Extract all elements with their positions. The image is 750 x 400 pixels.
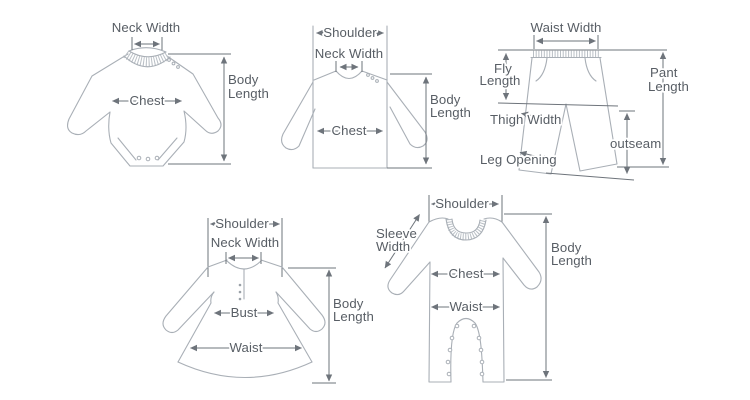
pants-outline — [518, 57, 618, 175]
romper-sleeve-width-label: Width — [376, 239, 410, 254]
dress-hem — [177, 361, 313, 379]
pants-pant-length-label: Pant — [650, 65, 678, 80]
sweater-body-length-label: Length — [430, 105, 471, 120]
pants-thigh-width-label: Thigh Width — [490, 112, 561, 127]
romper-right-sleeve — [501, 221, 542, 290]
sweater-body-length-label: Body — [430, 92, 461, 107]
pants-fly-length-label: Fly — [494, 61, 512, 76]
placket-button — [238, 297, 242, 301]
waist-width-ticks — [533, 35, 599, 49]
dress-illustration: Shoulder Neck Width Bust Waist Body Leng… — [162, 214, 376, 384]
dress-neckline — [226, 260, 262, 270]
romper-chest-label: Chest — [449, 266, 484, 281]
snap-button — [145, 156, 151, 162]
body-length-witness — [288, 267, 336, 384]
sweater-illustration: Shoulder Neck Width Chest Body Length — [280, 23, 473, 169]
pants-illustration: Waist Width Fly Length Thigh Width Leg O… — [478, 18, 691, 181]
crotch-line — [497, 102, 619, 107]
sweater-neck-width-label: Neck Width — [315, 46, 383, 61]
romper-crotch — [450, 317, 484, 383]
romper-collar-ribbing — [446, 218, 486, 240]
shoulder-button — [176, 65, 180, 69]
dress-right-sleeve — [275, 266, 326, 333]
snap-button — [476, 335, 482, 341]
neck-width-ticks — [131, 37, 163, 50]
bodysuit-collar-ribbing — [123, 50, 171, 67]
snap-button — [136, 155, 142, 161]
bodysuit-body-length-label: Body — [228, 72, 259, 87]
bodysuit-illustration: Neck Width Chest Body Length — [66, 18, 271, 167]
pants-leg-opening-label: Leg Opening — [480, 152, 557, 167]
romper-sleeve-width-label: Sleeve — [376, 226, 417, 241]
romper-body — [428, 257, 505, 383]
sweater-shoulders — [313, 70, 388, 81]
sweater-side-lines — [312, 25, 388, 169]
dress-body-length-label: Body — [333, 296, 364, 311]
leg-opening-arrow — [519, 150, 550, 162]
shoulder-button — [375, 79, 379, 83]
placket-button — [238, 283, 242, 287]
dress-left-sleeve — [162, 266, 215, 334]
snap-button — [449, 335, 455, 341]
dress-waist-label: Waist — [230, 340, 263, 355]
dress-shoulder-label: Shoulder — [215, 216, 269, 231]
bodysuit-body-length-label: Length — [228, 86, 269, 101]
sweater-right-sleeve — [386, 81, 428, 149]
romper-left-sleeve — [387, 221, 431, 296]
romper-shoulders — [428, 217, 503, 223]
romper-shoulder-label: Shoulder — [435, 196, 489, 211]
snap-button — [479, 371, 485, 377]
dress-neck-width-label: Neck Width — [211, 235, 279, 250]
sweater-chest-label: Chest — [332, 123, 367, 138]
pants-fly-length-label: Length — [480, 73, 521, 88]
neck-width-ticks — [225, 252, 262, 264]
sleeve-width-arrow — [384, 214, 420, 269]
pants-outseam-label: outseam — [610, 136, 661, 151]
romper-waist-label: Waist — [450, 299, 483, 314]
romper-body-length-label: Body — [551, 240, 582, 255]
bodysuit-outline — [66, 53, 222, 167]
thigh-width-arrow — [521, 111, 557, 123]
snap-button — [454, 323, 460, 329]
pants-pockets — [535, 57, 597, 82]
pants-waist-width-label: Waist Width — [531, 20, 602, 35]
body-length-witness — [504, 213, 552, 381]
bodysuit-leg-binding — [117, 137, 178, 161]
neck-width-ticks — [335, 61, 363, 72]
shoulder-witness-lines — [428, 195, 503, 222]
sweater-neckline — [335, 70, 363, 80]
dress-bust-label: Bust — [231, 305, 258, 320]
shoulder-button — [370, 76, 375, 80]
shoulder-button — [167, 58, 171, 62]
placket-button — [238, 290, 242, 294]
body-length-witness — [387, 73, 432, 169]
snap-button — [445, 359, 451, 365]
dress-body — [177, 291, 313, 363]
snap-button — [479, 359, 485, 365]
snap-button — [447, 347, 453, 353]
bodysuit-neck-width-label: Neck Width — [112, 20, 180, 35]
sweater-shoulder-label: Shoulder — [323, 25, 377, 40]
bodysuit-chest-label: Chest — [130, 93, 165, 108]
snap-button — [154, 155, 160, 161]
romper-body-length-label: Length — [551, 253, 592, 268]
sweater-left-sleeve — [280, 81, 316, 151]
shoulder-button — [171, 61, 176, 66]
dress-shoulders — [207, 259, 283, 268]
hem-extension-line — [545, 172, 635, 181]
romper-collar — [445, 218, 487, 241]
snap-button — [478, 347, 484, 353]
snap-button — [446, 371, 452, 377]
body-length-witness — [168, 53, 231, 165]
romper-illustration: Shoulder Sleeve Width Chest Waist Body L… — [374, 194, 594, 383]
pants-pant-length-label: Length — [648, 79, 689, 94]
snap-button — [471, 323, 477, 329]
dress-body-length-label: Length — [333, 309, 374, 324]
shoulder-button — [366, 73, 370, 77]
